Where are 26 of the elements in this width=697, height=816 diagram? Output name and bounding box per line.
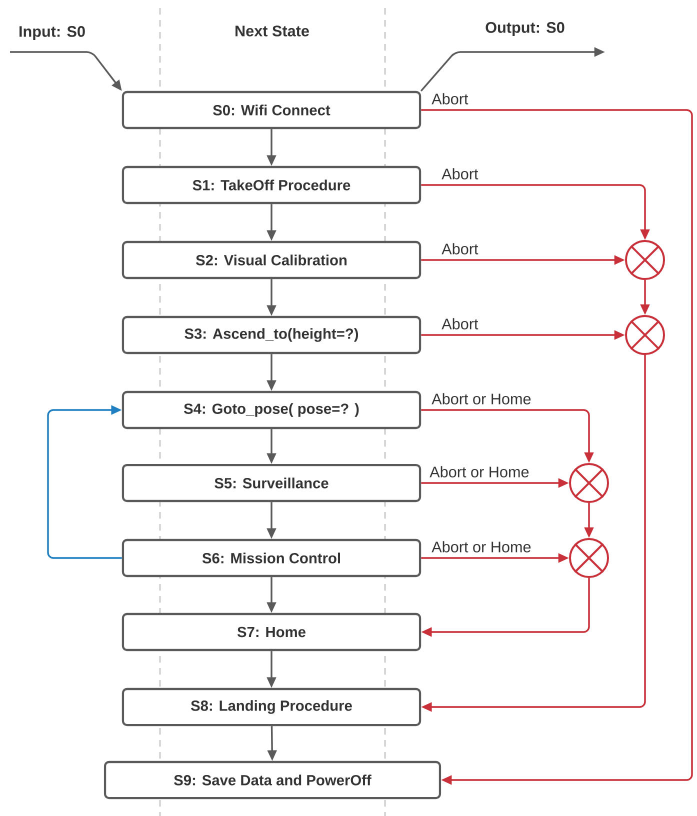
edge-label: Abort [440,242,480,256]
edge-label: Abort or Home [428,464,531,479]
edge-label: Abort [430,92,470,106]
junction-circle [625,240,665,280]
edge-label: Abort [440,316,480,331]
junction-circle [625,315,665,355]
junction-circle [569,538,609,578]
state-box: S3: Ascend_to(height=?) [122,316,422,354]
arrow [421,109,693,785]
state-box: S5: Surveillance [122,464,422,502]
edge-label: Abort or Home [430,392,533,406]
state-box: S2: Visual Calibration [122,240,422,280]
column-heading: Next State [236,26,309,36]
state-box: S6: Mission Control [122,538,422,578]
column-heading: Input: S0 [20,26,85,40]
edge-label: Abort or Home [430,540,533,554]
column-heading: Output: S0 [486,22,564,36]
state-box: S9: Save Data and PowerOff [104,760,442,800]
state-box: S8: Landing Procedure [122,688,422,726]
arrow [47,405,122,559]
edge-label: Abort [440,166,480,181]
junction-circle [569,463,609,503]
state-box: S7: Home [122,612,422,652]
state-box: S0: Wifi Connect [122,90,422,130]
state-box: S1: TakeOff Procedure [122,166,422,204]
state-box: S4: Goto_pose( pose=? ) [122,390,422,430]
